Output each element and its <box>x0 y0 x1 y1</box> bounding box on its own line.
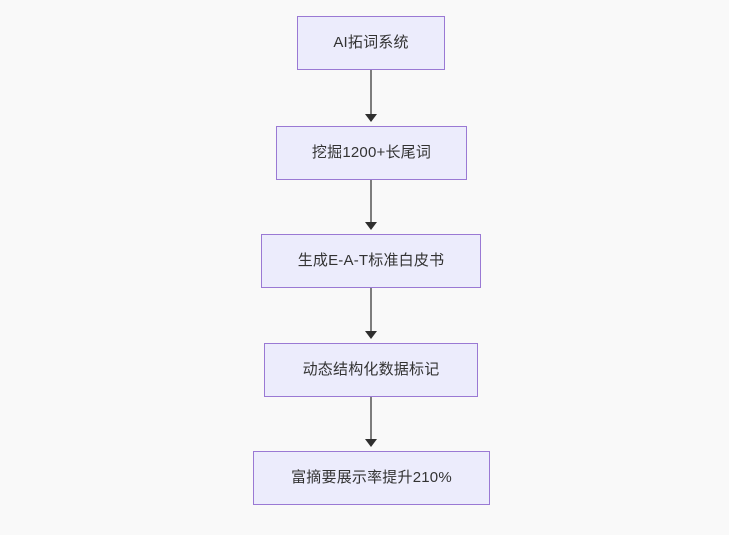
flow-node-mine-longtail-keywords[interactable]: 挖掘1200+长尾词 <box>276 126 467 180</box>
connector-line-1 <box>370 70 372 118</box>
flow-node-label: 富摘要展示率提升210% <box>291 469 452 486</box>
arrowhead-2 <box>365 222 377 230</box>
connector-line-3 <box>370 288 372 335</box>
connector-line-2 <box>370 180 372 226</box>
connector-line-4 <box>370 397 372 443</box>
flow-node-label: AI拓词系统 <box>333 34 409 51</box>
flow-node-label: 生成E-A-T标准白皮书 <box>297 252 445 269</box>
flow-node-dynamic-structured-data-markup[interactable]: 动态结构化数据标记 <box>264 343 478 397</box>
flow-node-rich-snippet-impression-lift[interactable]: 富摘要展示率提升210% <box>253 451 490 505</box>
flow-node-label: 挖掘1200+长尾词 <box>311 144 432 161</box>
arrowhead-3 <box>365 331 377 339</box>
arrowhead-1 <box>365 114 377 122</box>
flow-node-ai-keyword-system[interactable]: AI拓词系统 <box>297 16 445 70</box>
flow-node-generate-eat-whitepaper[interactable]: 生成E-A-T标准白皮书 <box>261 234 481 288</box>
flow-node-label: 动态结构化数据标记 <box>302 361 440 378</box>
arrowhead-4 <box>365 439 377 447</box>
